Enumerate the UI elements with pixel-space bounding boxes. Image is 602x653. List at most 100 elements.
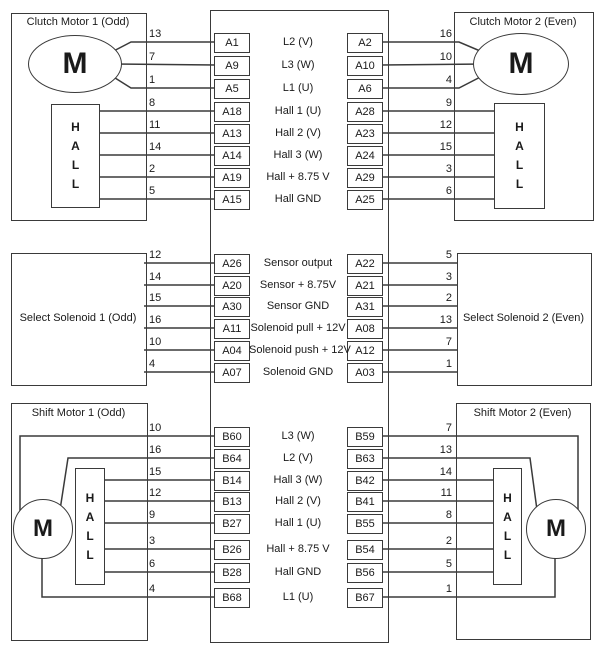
wire-number: 6 (445, 185, 452, 197)
pin-box: A26 (214, 254, 250, 274)
clutch-motor-2-symbol: M (473, 33, 569, 95)
pin-box: B67 (347, 588, 383, 608)
wire-number: 3 (149, 535, 156, 547)
pin-box: B63 (347, 449, 383, 469)
wire-number: 10 (149, 422, 162, 434)
wire-number: 4 (149, 583, 156, 595)
wire-number: 14 (149, 141, 162, 153)
wire-number: 2 (149, 163, 156, 175)
signal-label: L1 (U) (282, 82, 314, 94)
signal-label: Hall 1 (U) (274, 517, 322, 529)
select-solenoid-2-title: Select Solenoid 2 (Even) (462, 312, 585, 324)
wire-number: 10 (439, 51, 452, 63)
wire-number: 14 (439, 466, 452, 478)
pin-box: A12 (347, 341, 383, 361)
select-solenoid-1-box (11, 253, 147, 386)
pin-box: A10 (347, 56, 383, 76)
pin-box: A31 (347, 297, 383, 317)
hall-letter: L (503, 528, 512, 543)
shift-right-wires (379, 435, 579, 598)
pin-box: A15 (214, 190, 250, 210)
hall-letter: A (71, 139, 80, 153)
hall-letter: L (71, 177, 80, 191)
wire-number: 4 (149, 358, 156, 370)
pin-box: A23 (347, 124, 383, 144)
pin-box: B55 (347, 514, 383, 534)
pin-box: B54 (347, 540, 383, 560)
signal-label: Solenoid pull + 12V (250, 322, 346, 334)
signal-label: Hall GND (274, 566, 322, 578)
pin-box: A9 (214, 56, 250, 76)
wire-number: 9 (445, 97, 452, 109)
hall-letter: L (515, 158, 524, 172)
wire-number: 12 (149, 249, 162, 261)
pin-box: A25 (347, 190, 383, 210)
hall-letter: A (503, 509, 512, 524)
wire-number: 5 (445, 558, 452, 570)
signal-label: Hall + 8.75 V (266, 171, 330, 183)
clutch-motor-2-title: Clutch Motor 2 (Even) (469, 16, 577, 28)
signal-label: Hall 2 (V) (275, 495, 321, 507)
signal-label: Solenoid push + 12V (249, 344, 351, 356)
pin-box: B60 (214, 427, 250, 447)
wire-number: 11 (149, 119, 161, 131)
signal-label: Hall + 8.75 V (266, 543, 330, 555)
clutch-motor-1-title: Clutch Motor 1 (Odd) (26, 16, 130, 28)
wire-number: 8 (445, 509, 452, 521)
wire-number: 2 (445, 292, 452, 304)
wire-number: 6 (149, 558, 156, 570)
wire-number: 5 (149, 185, 156, 197)
signal-label: L3 (W) (281, 59, 315, 71)
pin-box: A2 (347, 33, 383, 53)
select-right-wires (379, 262, 458, 373)
pin-box: A03 (347, 363, 383, 383)
pin-box: A1 (214, 33, 250, 53)
signal-label: Sensor GND (266, 300, 330, 312)
wire-number: 5 (445, 249, 452, 261)
hall-letter: L (71, 158, 80, 172)
signal-label: L2 (V) (283, 452, 313, 464)
motor-label: M (546, 515, 566, 542)
wire-number: 7 (445, 422, 452, 434)
motor-label: M (33, 515, 53, 542)
hall-letter: H (515, 120, 524, 134)
signal-label: Hall 2 (V) (275, 127, 321, 139)
shift-motor-2-symbol: M (526, 499, 586, 559)
pin-box: A22 (347, 254, 383, 274)
wire-number: 1 (149, 74, 156, 86)
pin-box: B64 (214, 449, 250, 469)
wire-number: 13 (149, 28, 162, 40)
wire-number: 15 (439, 141, 452, 153)
wire-number: 13 (439, 314, 452, 326)
pin-box: A18 (214, 102, 250, 122)
signal-label: Hall 3 (W) (273, 474, 323, 486)
hall-letter: H (85, 490, 95, 505)
pin-box: A28 (347, 102, 383, 122)
pin-box: A04 (214, 341, 250, 361)
pin-box: A13 (214, 124, 250, 144)
pin-box: B41 (347, 492, 383, 512)
wire-number: 1 (445, 358, 452, 370)
hall-letter: H (503, 490, 512, 505)
pin-box: B42 (347, 471, 383, 491)
pin-box: B68 (214, 588, 250, 608)
signal-label: L3 (W) (281, 430, 315, 442)
hall-letter: L (86, 528, 94, 543)
pin-box: A6 (347, 79, 383, 99)
signal-label: L2 (V) (283, 36, 313, 48)
pin-box: A08 (347, 319, 383, 339)
wire-number: 7 (445, 336, 452, 348)
wire-number: 9 (149, 509, 156, 521)
pin-box: A14 (214, 146, 250, 166)
signal-label: Sensor output (263, 257, 333, 269)
signal-label: Hall 3 (W) (273, 149, 323, 161)
signal-label: Hall 1 (U) (274, 105, 322, 117)
signal-label: L1 (U) (282, 591, 314, 603)
pin-box: B14 (214, 471, 250, 491)
hall-letter: H (71, 120, 80, 134)
hall-letter: L (86, 547, 94, 562)
